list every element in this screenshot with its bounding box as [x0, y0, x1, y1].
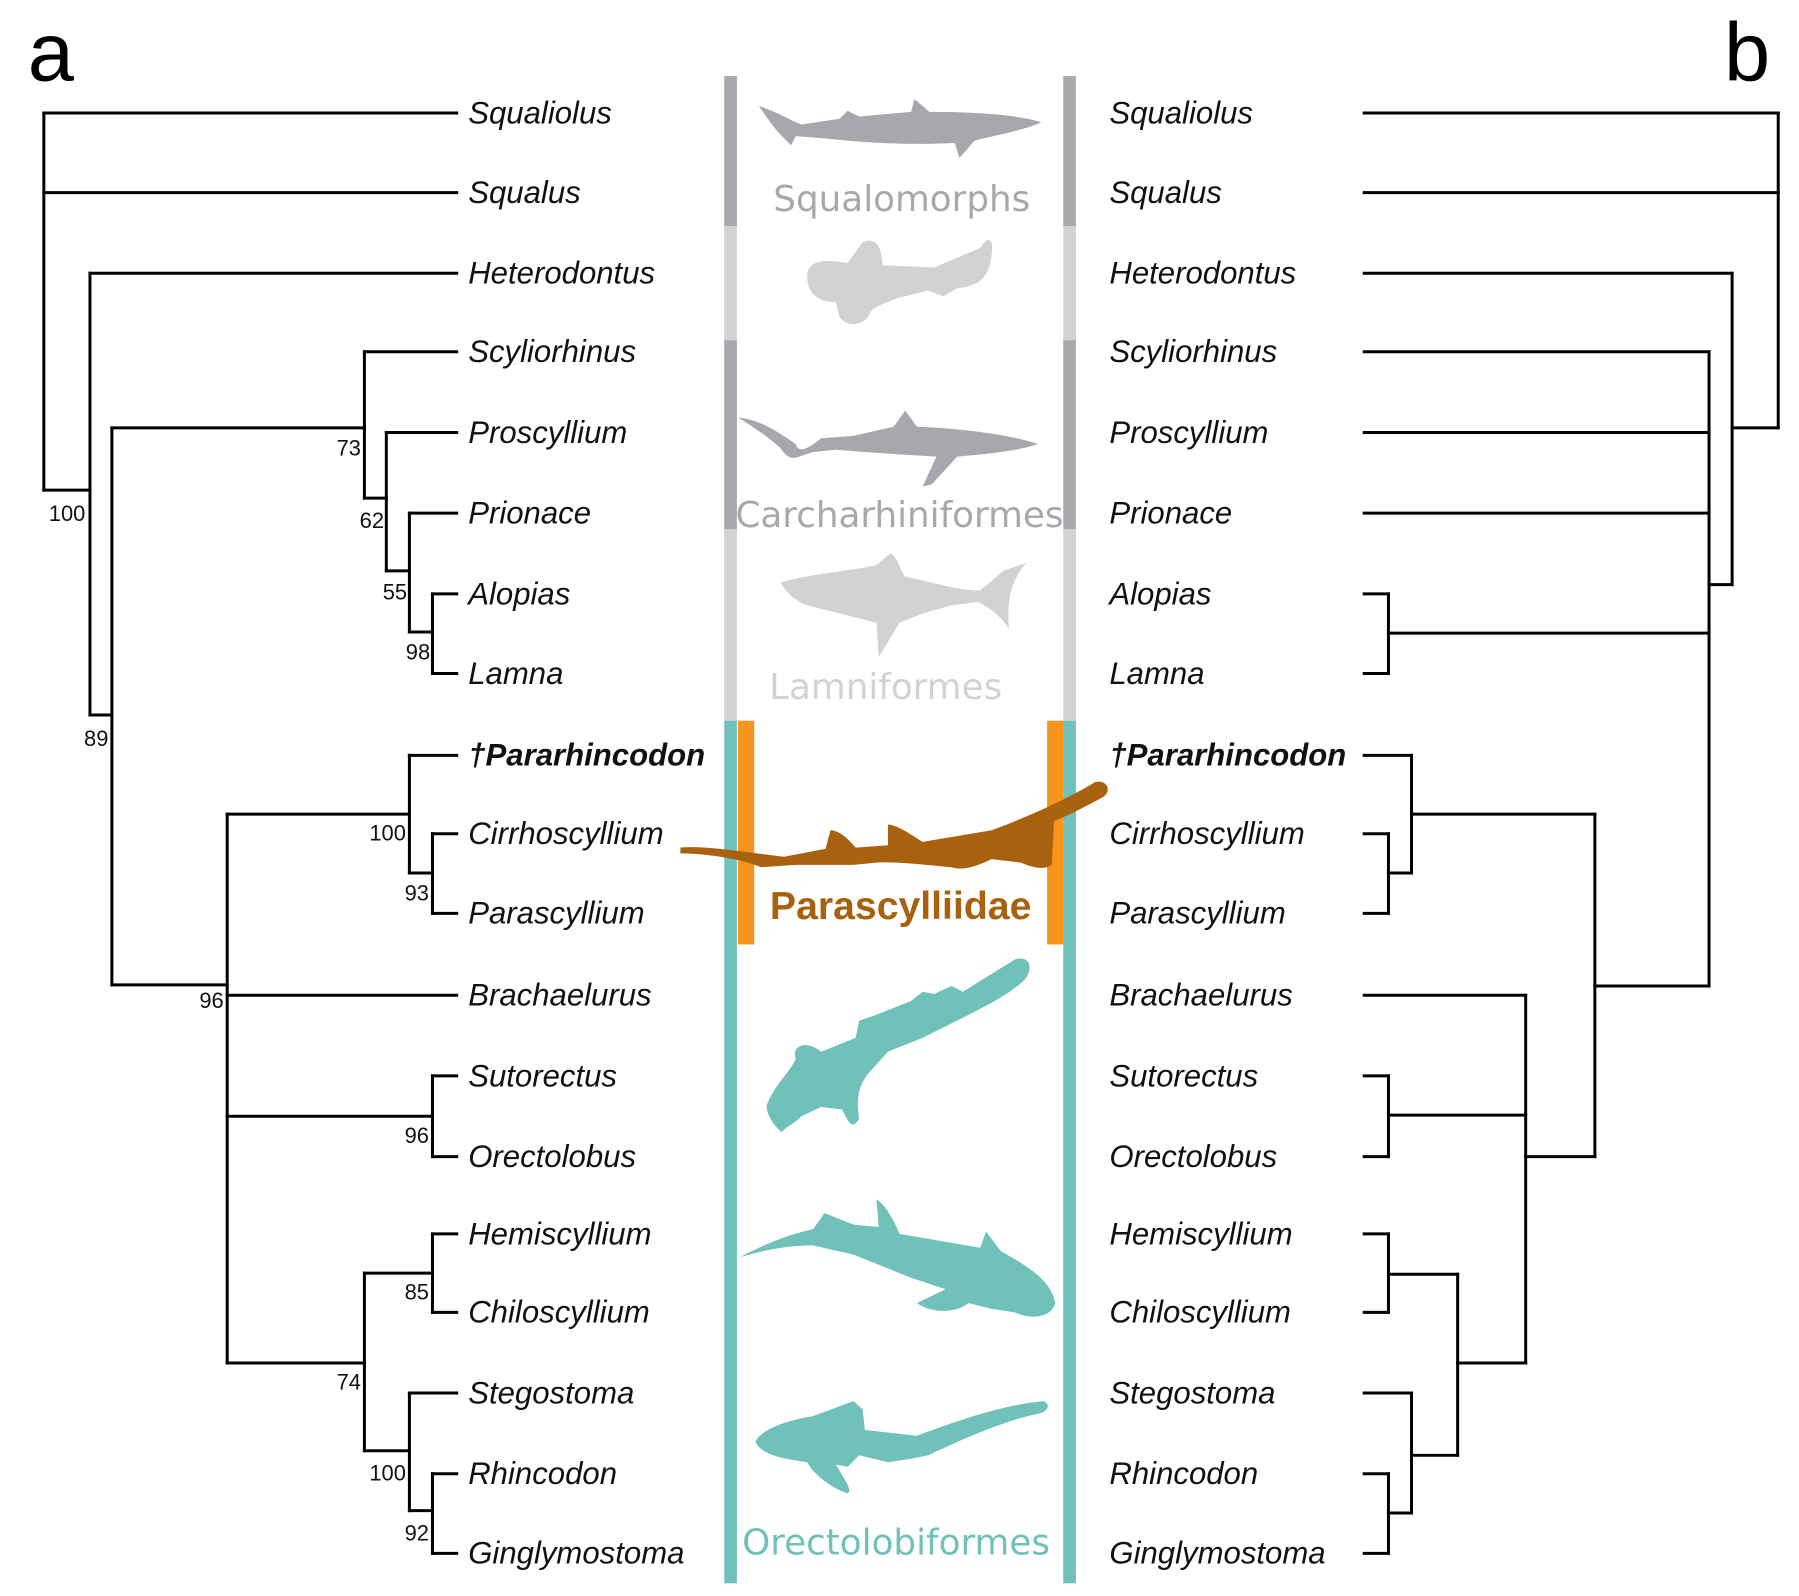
taxon-label: Proscyllium: [468, 415, 627, 450]
support-value: 55: [383, 580, 407, 605]
bar-parascylliidae-left: [738, 720, 755, 945]
squalomorph-silhouette-icon: [758, 99, 1042, 158]
panel-label-b: b: [1724, 6, 1770, 99]
group-label-lamniformes: Lamniformes: [769, 667, 1002, 708]
taxon-label: Parascyllium: [1109, 896, 1285, 931]
hemiscylliid-silhouette-icon: [740, 1199, 1056, 1317]
panel-label-a: a: [28, 6, 75, 99]
support-values: 100 73 62 55 98 89 100 93 96 96 85 74 100 92: [49, 436, 430, 1546]
tree-a: [42, 111, 459, 1555]
bar-lamniformes-left: [724, 529, 737, 721]
taxon-label: Hemiscyllium: [468, 1216, 651, 1251]
bar-heterodontus-left: [724, 226, 737, 341]
support-value: 96: [405, 1123, 429, 1148]
clade-bars: [724, 76, 1076, 1584]
taxon-label: Orectolobus: [1109, 1139, 1277, 1174]
taxon-label: †Pararhincodon: [1109, 738, 1346, 773]
bar-carcharhiniformes-left: [724, 340, 737, 530]
taxon-labels-b: SqualiolusSqualusHeterodontusScyliorhinu…: [1107, 95, 1346, 1570]
taxon-label: Alopias: [466, 576, 570, 611]
group-label-squalomorphs: Squalomorphs: [773, 179, 1030, 220]
taxon-label: Proscyllium: [1109, 415, 1268, 450]
taxon-label: Cirrhoscyllium: [468, 816, 663, 851]
taxon-label: Prionace: [468, 496, 591, 531]
support-value: 100: [369, 1461, 406, 1486]
bar-lamniformes-right: [1063, 529, 1076, 721]
taxon-label: Lamna: [468, 656, 563, 691]
taxon-label: Squaliolus: [468, 95, 612, 130]
taxon-label: Ginglymostoma: [468, 1536, 684, 1571]
orectolobid-silhouette-icon: [766, 958, 1030, 1133]
support-value: 89: [84, 726, 108, 751]
taxon-label: Scyliorhinus: [468, 334, 636, 369]
taxon-label: Squaliolus: [1109, 95, 1253, 130]
taxon-label: Prionace: [1109, 496, 1232, 531]
tree-b: [1362, 111, 1780, 1555]
taxon-label: Sutorectus: [468, 1058, 617, 1093]
support-value: 100: [49, 501, 86, 526]
bar-orectolobiformes-right: [1063, 720, 1076, 1584]
bar-carcharhiniformes-right: [1063, 340, 1076, 530]
bar-parascylliidae-right: [1047, 720, 1064, 945]
taxon-label: Parascyllium: [468, 896, 644, 931]
shark-silhouettes: [680, 99, 1108, 1494]
taxon-label: Alopias: [1107, 576, 1211, 611]
group-label-parascylliidae: Parascylliidae: [770, 885, 1031, 928]
taxon-label: Ginglymostoma: [1109, 1536, 1325, 1571]
bar-squalomorphs-right: [1063, 76, 1076, 227]
heterodontus-silhouette-icon: [807, 239, 993, 325]
support-value: 85: [405, 1280, 429, 1305]
taxon-labels-a: SqualiolusSqualusHeterodontusScyliorhinu…: [466, 95, 705, 1570]
taxon-label: Scyliorhinus: [1109, 334, 1277, 369]
taxon-label: Stegostoma: [468, 1375, 634, 1410]
taxon-label: Chiloscyllium: [468, 1295, 650, 1330]
stegostoma-silhouette-icon: [755, 1401, 1048, 1494]
bar-squalomorphs-left: [724, 76, 737, 227]
support-value: 92: [405, 1521, 429, 1546]
carcharhiniform-silhouette-icon: [738, 410, 1038, 487]
bar-orectolobiformes-left: [724, 720, 737, 1584]
taxon-label: Sutorectus: [1109, 1058, 1258, 1093]
taxon-label: Chiloscyllium: [1109, 1295, 1291, 1330]
support-value: 98: [406, 640, 430, 665]
support-value: 93: [405, 881, 429, 906]
taxon-label: Lamna: [1109, 656, 1204, 691]
taxon-label: Brachaelurus: [1109, 978, 1292, 1013]
support-value: 73: [337, 436, 361, 461]
taxon-label: Brachaelurus: [468, 978, 651, 1013]
taxon-label: Cirrhoscyllium: [1109, 816, 1304, 851]
taxon-label: Heterodontus: [1109, 256, 1296, 291]
support-value: 62: [360, 508, 384, 533]
taxon-label: Stegostoma: [1109, 1375, 1275, 1410]
support-value: 100: [369, 821, 406, 846]
taxon-label: Squalus: [468, 175, 580, 210]
support-value: 74: [337, 1370, 361, 1395]
lamniform-silhouette-icon: [780, 553, 1027, 658]
group-label-orectolobiformes: Orectolobiformes: [742, 1522, 1050, 1563]
taxon-label: Rhincodon: [468, 1456, 617, 1491]
taxon-label: Hemiscyllium: [1109, 1216, 1292, 1251]
parascylliid-silhouette-icon: [680, 781, 1108, 869]
group-label-carcharhiniformes: Carcharhiniformes: [735, 495, 1063, 536]
taxon-label: †Pararhincodon: [468, 738, 705, 773]
taxon-label: Squalus: [1109, 175, 1221, 210]
support-value: 96: [199, 988, 223, 1013]
bar-heterodontus-right: [1063, 226, 1076, 341]
taxon-label: Heterodontus: [468, 256, 655, 291]
taxon-label: Rhincodon: [1109, 1456, 1258, 1491]
taxon-label: Orectolobus: [468, 1139, 636, 1174]
